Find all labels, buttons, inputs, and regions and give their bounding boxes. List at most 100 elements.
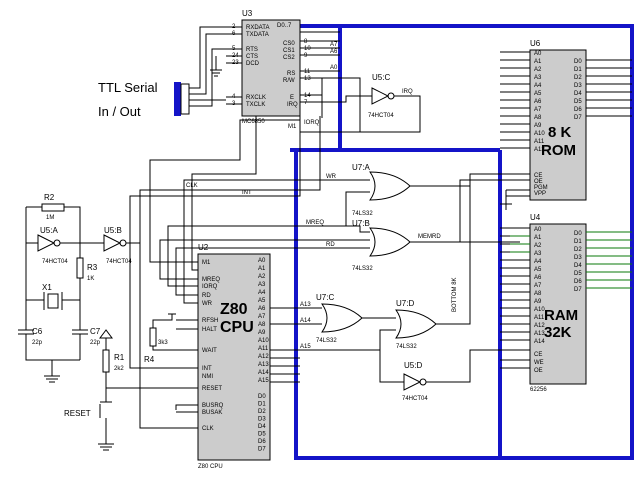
svg-text:74HCT04: 74HCT04	[42, 259, 68, 265]
ram-pin-a0: A0	[534, 227, 542, 233]
svg-text:R/W: R/W	[283, 78, 295, 84]
ram-pin-d6: D6	[574, 279, 582, 285]
svg-text:10: 10	[304, 46, 311, 52]
rom-pin-d4: D4	[574, 91, 582, 97]
cpu-pin-a7: A7	[258, 314, 266, 320]
ram-pin-a1: A1	[534, 235, 542, 241]
ram-pin-a7: A7	[534, 283, 542, 289]
ram-pin-a8: A8	[534, 291, 542, 297]
svg-text:U7:A: U7:A	[352, 163, 370, 172]
ram-pin-we: WE	[534, 360, 544, 366]
svg-text:U7:C: U7:C	[316, 293, 334, 302]
u3-acia: U3 MC6850 RXDATA TXDATA RTS CTS DCD RXCL…	[226, 9, 340, 125]
svg-text:9: 9	[304, 53, 308, 59]
cpu-pin-rd: RD	[202, 293, 211, 299]
svg-text:IORQ: IORQ	[304, 120, 320, 126]
svg-text:X1: X1	[42, 283, 52, 292]
u6-rom: U6 8 K ROM	[529, 39, 587, 201]
data-bus	[290, 24, 634, 460]
u4-ram: U4 62256 RAM 32K	[529, 213, 587, 393]
cpu-pin-rfsh: RFSH	[202, 318, 218, 324]
rom-pin-a12: A12	[534, 147, 545, 153]
svg-text:DCD: DCD	[246, 61, 260, 67]
ram-pin-d2: D2	[574, 247, 582, 253]
cpu-pin-a13: A13	[258, 362, 269, 368]
rom-pin-d1: D1	[574, 67, 582, 73]
rom-pin-vpp: VPP	[534, 191, 546, 197]
svg-text:74LS32: 74LS32	[396, 344, 417, 350]
rom-pin-d7: D7	[574, 115, 582, 121]
svg-text:RD: RD	[326, 242, 335, 248]
svg-text:U4: U4	[530, 213, 541, 222]
svg-text:U5:A: U5:A	[40, 226, 58, 235]
cpu-pin-d5: D5	[258, 432, 266, 438]
ram-pin-a10: A10	[534, 307, 545, 313]
svg-text:74HCT04: 74HCT04	[106, 259, 132, 265]
u5d-inverter: U5:D 74HCT04	[402, 361, 428, 402]
rom-pin-oe: OE	[534, 179, 543, 185]
svg-text:A0: A0	[330, 65, 338, 71]
svg-text:TXCLK: TXCLK	[246, 102, 265, 108]
ttl-serial-note: TTL Serial	[98, 80, 158, 95]
svg-text:C6: C6	[32, 327, 43, 336]
cpu-title-1: Z80	[220, 301, 248, 318]
rom-pin-a9: A9	[534, 123, 542, 129]
rom-pin-a1: A1	[534, 59, 542, 65]
u2-z80: U2 Z80 CPU Z80 CPU	[197, 243, 271, 470]
cpu-pin-d0: D0	[258, 394, 266, 400]
ram-pin-a13: A13	[534, 331, 545, 337]
cpu-pin-a2: A2	[258, 274, 266, 280]
cpu-pin-a8: A8	[258, 322, 266, 328]
reset-circuit: R1 2k2 RESET	[64, 329, 198, 451]
u7d-or-gate: U7:D 74LS32	[395, 299, 437, 350]
svg-text:A7: A7	[330, 42, 338, 48]
rom-pin-a8: A8	[534, 115, 542, 121]
svg-text:Z80 CPU: Z80 CPU	[198, 464, 223, 470]
rom-pin-a4: A4	[534, 83, 542, 89]
svg-text:2k2: 2k2	[114, 366, 124, 372]
svg-text:U6: U6	[530, 39, 541, 48]
svg-text:R3: R3	[87, 263, 98, 272]
cpu-pin-a11: A11	[258, 346, 269, 352]
svg-text:22p: 22p	[90, 340, 101, 346]
svg-text:IRQ: IRQ	[287, 102, 298, 108]
ram-pin-ce: CE	[534, 352, 542, 358]
ram-pin-d1: D1	[574, 239, 582, 245]
oscillator: U5:A 74HCT04 U5:B 74HCT04 R2 1M R3 1K X1…	[18, 116, 321, 429]
svg-text:U5:B: U5:B	[104, 226, 122, 235]
cpu-pin-a9: A9	[258, 330, 266, 336]
svg-text:22p: 22p	[32, 340, 43, 346]
cpu-pin-d4: D4	[258, 424, 266, 430]
svg-text:1K: 1K	[87, 276, 94, 282]
cpu-pin-halt: HALT	[202, 327, 217, 333]
reset-label[interactable]: RESET	[64, 409, 91, 418]
u7b-or-gate: U7:B 74LS32	[352, 219, 411, 272]
cpu-pin-a14: A14	[258, 370, 269, 376]
cpu-pin-a15: A15	[258, 378, 269, 384]
rom-pin-a10: A10	[534, 131, 545, 137]
svg-text:7: 7	[304, 100, 308, 106]
cpu-pin-a12: A12	[258, 354, 269, 360]
svg-text:74HCT04: 74HCT04	[368, 113, 394, 119]
svg-text:BOTTOM 8K: BOTTOM 8K	[452, 277, 458, 312]
u7c-or-gate: U7:C 74LS32	[316, 293, 363, 344]
cpu-pin-m1: M1	[202, 260, 211, 266]
cpu-pin-a3: A3	[258, 282, 266, 288]
rom-pin-d3: D3	[574, 83, 582, 89]
svg-text:R4: R4	[144, 355, 155, 364]
ram-title-2: 32K	[544, 324, 572, 341]
ram-pin-d5: D5	[574, 271, 582, 277]
svg-text:TXDATA: TXDATA	[246, 32, 269, 38]
rom-pin-a2: A2	[534, 67, 542, 73]
ram-title-1: RAM	[544, 307, 578, 324]
svg-text:RXCLK: RXCLK	[246, 95, 266, 101]
cpu-pin-d3: D3	[258, 417, 266, 423]
ram-pin-d4: D4	[574, 263, 582, 269]
svg-text:11: 11	[304, 69, 311, 75]
svg-text:WR: WR	[326, 174, 337, 180]
svg-text:13: 13	[304, 76, 311, 82]
rom-title-2: ROM	[541, 142, 576, 159]
svg-text:MEMRD: MEMRD	[418, 234, 441, 240]
svg-text:A15: A15	[300, 344, 311, 350]
svg-text:A6: A6	[330, 49, 338, 55]
